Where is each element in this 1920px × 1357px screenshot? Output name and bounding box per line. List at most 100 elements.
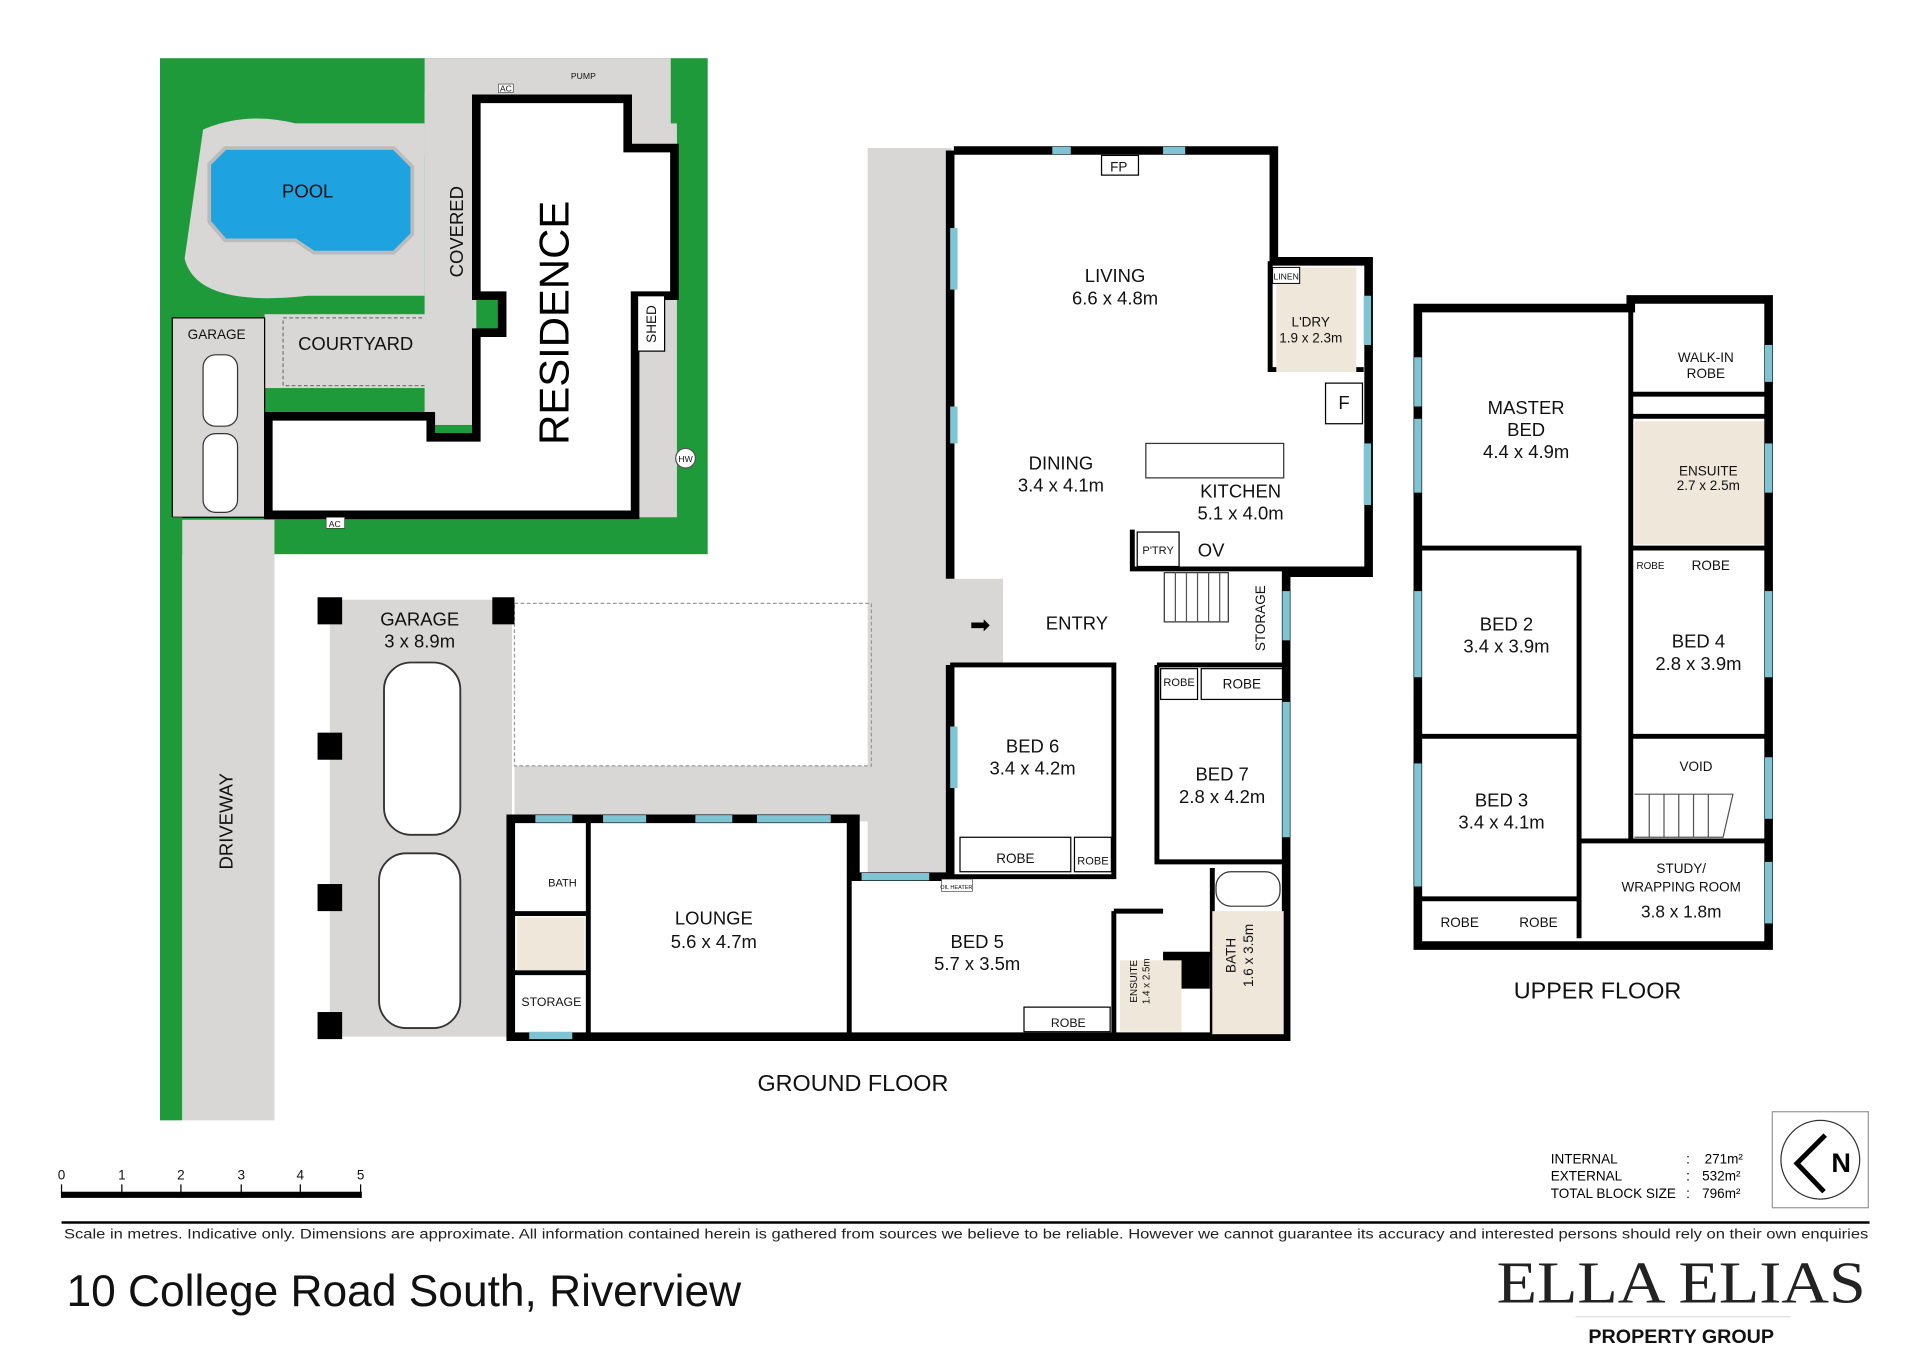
room-label: BED 3 (1475, 790, 1528, 811)
room-label: DINING (1029, 452, 1094, 473)
pump-label: PUMP (571, 71, 596, 81)
courtyard-label: COURTYARD (298, 333, 413, 354)
storage-label: STORAGE (1253, 585, 1268, 651)
area-value: 532m² (1702, 1169, 1741, 1184)
scale-tick: 3 (237, 1167, 245, 1182)
area-separator: : (1686, 1169, 1690, 1184)
arrow-icon: ➡ (970, 612, 991, 639)
scale-tick: 5 (357, 1167, 365, 1182)
storage-label: STORAGE (521, 995, 581, 1009)
residence-label: RESIDENCE (531, 201, 578, 445)
room-dimensions: 2.8 x 3.9m (1655, 653, 1741, 674)
garage-label: GARAGE (380, 609, 459, 630)
room-label: BED 6 (1006, 735, 1059, 756)
kitchen-island (1145, 442, 1285, 479)
room-label: LIVING (1085, 265, 1146, 286)
room-dimensions: 5.1 x 4.0m (1198, 503, 1284, 524)
area-value: 271m² (1705, 1151, 1744, 1166)
room-label: ENSUITE (1679, 463, 1738, 478)
study-label: STUDY/ (1656, 861, 1706, 876)
robe-label: ROBE (1519, 915, 1557, 930)
area-label: INTERNAL (1551, 1151, 1618, 1166)
room-label: BED 5 (951, 931, 1004, 952)
room-dimensions: 2.8 x 4.2m (1179, 786, 1265, 807)
room-label: BED 4 (1672, 631, 1725, 652)
scale-tick: 4 (297, 1167, 305, 1182)
pool (207, 146, 415, 255)
robe-label: ROBE (1051, 1016, 1086, 1030)
disclaimer: Scale in metres. Indicative only. Dimens… (64, 1227, 1868, 1242)
room-dimensions: 5.7 x 3.5m (934, 953, 1020, 974)
robe-label: ROBE (1223, 676, 1261, 691)
area-summary: INTERNAL : 271m² EXTERNAL : 532m² TOTAL … (1551, 1151, 1744, 1200)
ac-label: AC (329, 519, 341, 529)
divider (61, 1221, 1870, 1224)
area-separator: : (1686, 1151, 1690, 1166)
void-label: VOID (1679, 759, 1712, 774)
robe-label: ROBE (1692, 558, 1730, 573)
room-label: BATH (1224, 938, 1239, 973)
room-dimensions: 4.4 x 4.9m (1483, 441, 1569, 462)
fridge-label: F (1338, 392, 1349, 413)
covered-area (424, 92, 477, 425)
walkin-label: WALK-IN (1678, 350, 1734, 365)
ground-floor-title: GROUND FLOOR (757, 1070, 948, 1096)
robe-label: ROBE (1077, 855, 1108, 867)
property-address: 10 College Road South, Riverview (66, 1267, 742, 1316)
linen-label: LINEN (1273, 272, 1298, 282)
room-label: MASTER (1488, 397, 1565, 418)
room-dimensions: 3.4 x 4.1m (1018, 474, 1104, 495)
room-label: BED (1507, 419, 1545, 440)
room-dimensions: 5.6 x 4.7m (671, 931, 757, 952)
area-separator: : (1686, 1186, 1690, 1201)
compass-label: N (1831, 1147, 1851, 1178)
room-label: KITCHEN (1200, 481, 1281, 502)
pool-label: POOL (282, 180, 333, 201)
upper-floor: MASTER BED 4.4 x 4.9m WALK-IN ROBE ENSUI… (1413, 295, 1773, 1003)
scale-tick: 0 (58, 1167, 66, 1182)
scale-bar: 0 1 2 3 4 5 (58, 1167, 365, 1198)
courtyard (264, 314, 437, 389)
hw-label: HW (678, 454, 693, 464)
fireplace-label: FP (1110, 159, 1127, 174)
room-label: BED 2 (1480, 613, 1533, 634)
residence (264, 94, 679, 520)
robe-label: ROBE (1637, 561, 1665, 572)
scale-tick: 2 (177, 1167, 185, 1182)
shed-label: SHED (644, 305, 659, 343)
room-dimensions: 1.6 x 3.5m (1241, 924, 1256, 987)
bath-label: BATH (548, 877, 577, 889)
room-dimensions: 3.4 x 4.1m (1458, 812, 1544, 833)
area-label: EXTERNAL (1551, 1169, 1623, 1184)
upper-floor-title: UPPER FLOOR (1514, 977, 1682, 1003)
stairs (1163, 572, 1229, 623)
robe-label: ROBE (996, 851, 1034, 866)
pantry-label: P'TRY (1142, 545, 1174, 557)
brand-subtitle: PROPERTY GROUP (1588, 1326, 1774, 1348)
entry-label: ENTRY (1046, 612, 1108, 633)
oven-label: OV (1198, 540, 1225, 561)
room-dimensions: 1.4 x 2.5m (1142, 958, 1153, 1004)
room-dimensions: 6.6 x 4.8m (1072, 287, 1158, 308)
site-plan: POOL COURTYARD COVERED RESIDENCE SHED HW… (160, 58, 708, 1121)
driveway (182, 519, 275, 1121)
scale-tick: 1 (118, 1167, 126, 1182)
walkin-label: ROBE (1687, 366, 1725, 381)
room-dimensions: 2.7 x 2.5m (1677, 478, 1740, 493)
robe-label: ROBE (1163, 677, 1194, 689)
brand-logo: ELLA ELIAS (1497, 1250, 1866, 1316)
study-label: WRAPPING ROOM (1622, 879, 1741, 894)
robe-label: ROBE (1441, 915, 1479, 930)
garage-dimensions: 3 x 8.9m (384, 631, 455, 652)
driveway-label: DRIVEWAY (216, 773, 237, 869)
area-label: TOTAL BLOCK SIZE (1551, 1186, 1676, 1201)
stairs (1634, 793, 1734, 838)
room-dimensions: 3.8 x 1.8m (1641, 901, 1721, 921)
room-dimensions: 1.9 x 2.3m (1279, 331, 1342, 346)
ac-label: AC (500, 83, 512, 93)
room-label: L'DRY (1292, 315, 1330, 330)
room-label: LOUNGE (675, 908, 753, 929)
garage-label: GARAGE (188, 327, 246, 342)
room-dimensions: 3.4 x 3.9m (1463, 636, 1549, 657)
oil-heater-label: OIL HEATER (940, 885, 972, 891)
